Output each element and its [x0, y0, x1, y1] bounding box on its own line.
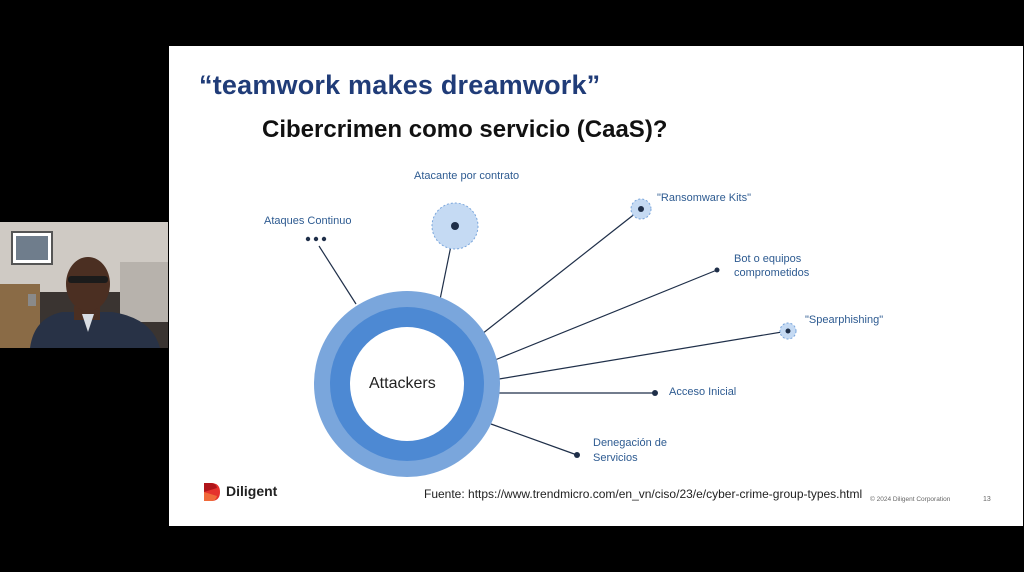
copyright-text: © 2024 Diligent Corporation [870, 496, 951, 503]
participant-video-tile[interactable] [0, 222, 168, 348]
dot-spearphishing [785, 328, 791, 334]
logo-text: Diligent [226, 483, 278, 499]
dot-acceso [652, 390, 658, 396]
connector-bot [494, 269, 718, 361]
source-citation: Fuente: https://www.trendmicro.com/en_vn… [424, 487, 863, 501]
dot-atacante [451, 222, 459, 230]
presentation-slide: “teamwork makes dreamwork” Cibercrimen c… [169, 46, 1023, 526]
slide-subtitle: Cibercrimen como servicio (CaaS)? [262, 116, 668, 143]
center-label: Attackers [369, 375, 436, 392]
ataques-ellipsis-icon [305, 236, 327, 242]
dot-denegacion [574, 452, 580, 458]
connector-ransomware [481, 208, 642, 335]
dot-ransomware [638, 206, 644, 212]
label-bot-line1: Bot o equipos [734, 253, 802, 265]
label-denegacion-line1: Denegación de [593, 437, 668, 449]
diligent-logo-icon [204, 483, 220, 501]
dot-bot [714, 267, 720, 273]
webcam-image [0, 222, 168, 348]
connector-ataques [318, 245, 357, 305]
page-number: 13 [983, 496, 991, 503]
label-spearphishing: "Spearphishing" [805, 314, 884, 326]
label-ataques-continuo: Ataques Continuo [264, 215, 352, 227]
diligent-logo: Diligent [204, 482, 284, 502]
label-atacante-por-contrato: Atacante por contrato [414, 170, 520, 182]
label-ransomware-kits: "Ransomware Kits" [657, 192, 752, 204]
connector-denegacion [490, 423, 578, 456]
slide-title: “teamwork makes dreamwork” [199, 70, 601, 100]
label-bot-line2: comprometidos [734, 267, 810, 279]
ring-center [350, 327, 464, 441]
caas-diagram [305, 198, 797, 477]
label-denegacion-line2: Servicios [593, 452, 638, 464]
connector-spearphishing [498, 330, 789, 380]
label-acceso-inicial: Acceso Inicial [669, 386, 737, 398]
